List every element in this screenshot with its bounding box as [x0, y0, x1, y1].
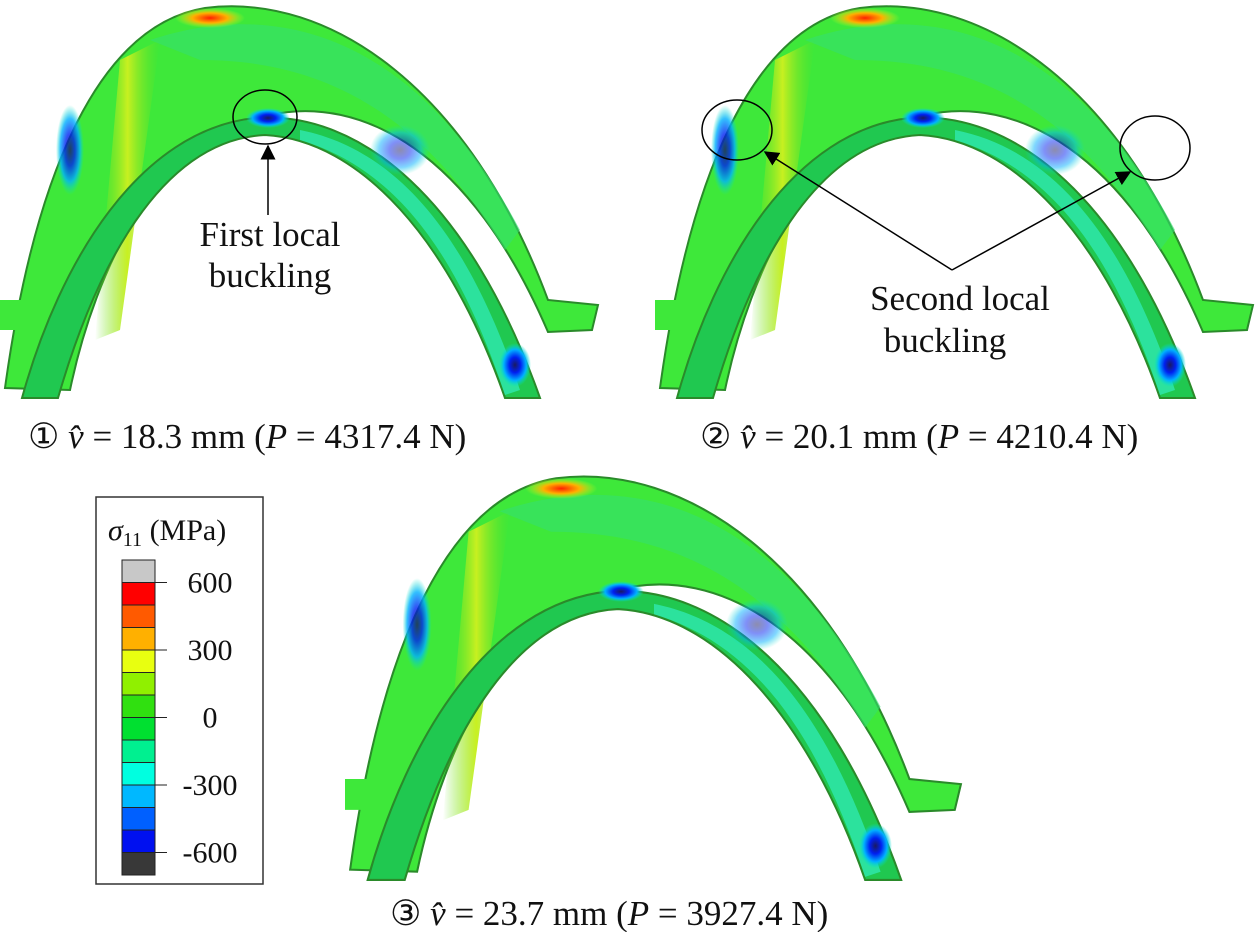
caption-3: ③ v̂ = 23.7 mm (P = 3927.4 N) [390, 894, 828, 932]
color-legend: σ11 (MPa) 600 300 0 -300 -600 [95, 496, 264, 885]
panel-2: Second local buckling ② v̂ = 20.1 mm (P … [654, 5, 1254, 456]
arrow [951, 171, 1132, 271]
caption-1: ① v̂ = 18.3 mm (P = 4317.4 N) [28, 417, 466, 456]
legend-tick-label: 300 [188, 634, 233, 667]
legend-band [121, 762, 156, 786]
legend-band [121, 694, 156, 718]
arch-model-1 [0, 5, 599, 400]
legend-band [121, 717, 156, 741]
legend-band [121, 604, 156, 628]
legend-band [121, 852, 156, 876]
legend-bands [121, 559, 156, 876]
annotation-line: buckling [209, 256, 331, 295]
caption-2: ② v̂ = 20.1 mm (P = 4210.4 N) [700, 417, 1138, 456]
arch-model-3 [343, 475, 962, 881]
buckling-circle [1119, 115, 1191, 181]
legend-band [121, 627, 156, 651]
legend-tick-label: -300 [183, 769, 238, 802]
panel-3: ③ v̂ = 23.7 mm (P = 3927.4 N) [343, 475, 962, 932]
legend-band [121, 829, 156, 853]
legend-tick-label: 0 [203, 702, 218, 735]
annotation-line: buckling [884, 321, 1006, 360]
legend-band [121, 784, 156, 808]
legend-band [121, 739, 156, 763]
panel-1: First local buckling ① v̂ = 18.3 mm (P =… [0, 5, 599, 456]
legend-band [121, 649, 156, 673]
buckling-circle [232, 89, 298, 145]
legend-tick-label: -600 [183, 837, 238, 870]
buckling-circle [701, 99, 773, 161]
legend-band [121, 807, 156, 831]
legend-ticks: 600 300 0 -300 -600 [155, 567, 238, 870]
legend-title: σ11 (MPa) [108, 514, 226, 551]
annotation-line: Second local [870, 279, 1050, 318]
legend-band [121, 582, 156, 606]
legend-band [121, 559, 156, 583]
legend-tick-label: 600 [188, 567, 233, 600]
arrow [763, 151, 953, 271]
legend-band [121, 672, 156, 696]
legend-frame [95, 496, 264, 885]
annotation-line: First local [200, 215, 341, 254]
